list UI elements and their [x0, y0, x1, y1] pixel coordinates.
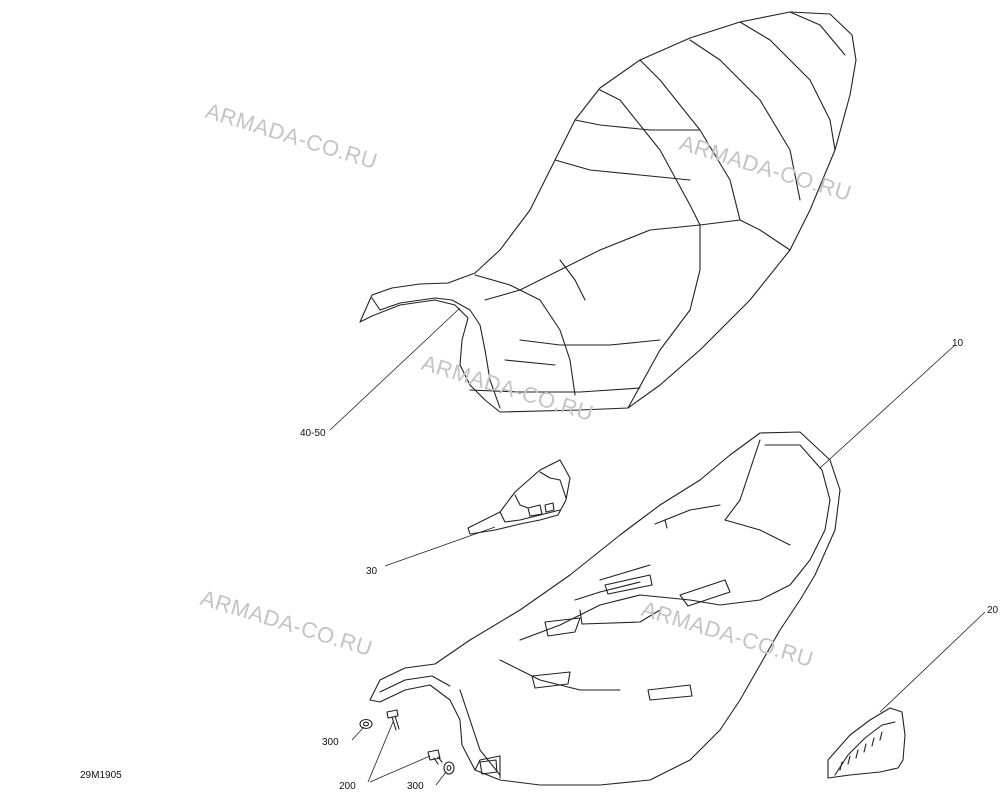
callout-300-a: 300	[322, 737, 339, 748]
screw-part-2	[427, 749, 443, 765]
washer-part-1	[359, 718, 373, 730]
callout-10: 10	[952, 338, 964, 349]
leader-lines	[329, 307, 986, 786]
washer-part-2	[443, 761, 455, 775]
callout-20: 20	[987, 605, 999, 616]
callout-40-50: 40-50	[300, 428, 326, 439]
screw-part-1	[386, 709, 400, 731]
callout-200: 200	[339, 781, 356, 792]
bracket-part	[467, 459, 571, 535]
callout-300-b: 300	[407, 781, 424, 792]
callout-30: 30	[366, 566, 378, 577]
drawing-reference: 29M1905	[80, 770, 122, 781]
seat-cover-part	[359, 11, 857, 413]
seat-base-part	[369, 431, 841, 786]
reflector-part	[827, 707, 906, 779]
